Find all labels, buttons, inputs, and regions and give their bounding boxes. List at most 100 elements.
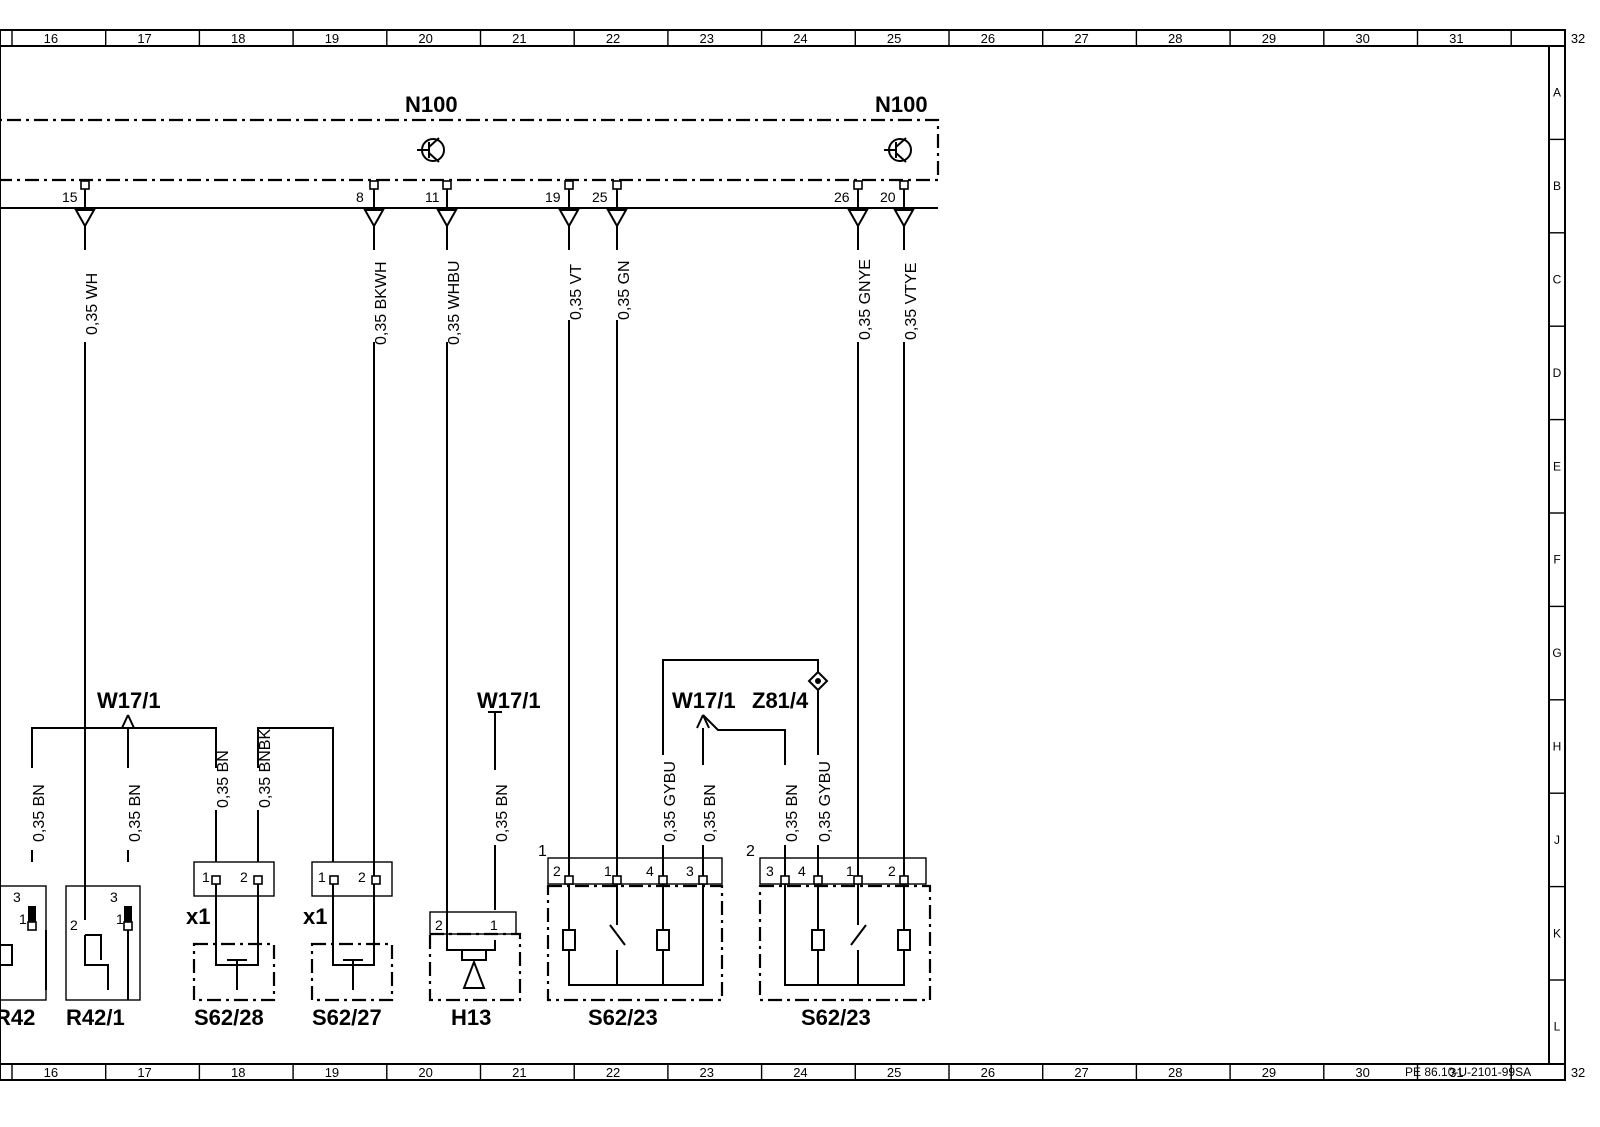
wires-from-module — [84, 226, 905, 940]
svg-text:1: 1 — [604, 863, 612, 879]
row-letter: E — [1553, 459, 1561, 473]
module-label-right: N100 — [875, 92, 928, 117]
module-pin-15: 15 — [62, 180, 96, 229]
wire-label: 0,35 BKWH — [373, 261, 390, 345]
wire-label: 0,35 BN — [784, 784, 801, 842]
module-n100-outline — [0, 118, 940, 182]
module-pin-19: 19 — [545, 180, 580, 229]
component-label: R42/1 — [66, 1005, 125, 1030]
pin-number: 19 — [545, 189, 561, 205]
column-number: 21 — [512, 31, 526, 46]
column-number: 16 — [44, 1065, 58, 1080]
buzzer-icon — [462, 959, 486, 989]
column-number: 18 — [231, 31, 245, 46]
module-pin-20: 20 — [880, 180, 915, 229]
column-number: 18 — [231, 1065, 245, 1080]
svg-text:1: 1 — [116, 911, 124, 927]
svg-text:4: 4 — [646, 863, 654, 879]
column-number: 20 — [418, 1065, 432, 1080]
component-s62-28: 1 2 x1 — [186, 861, 276, 1002]
wire-label: 0,35 GNYE — [857, 259, 874, 340]
column-number: 30 — [1355, 31, 1369, 46]
svg-text:1: 1 — [202, 869, 210, 885]
column-number: 23 — [700, 1065, 714, 1080]
svg-text:2: 2 — [435, 917, 443, 933]
plug-arrow-icon — [847, 209, 869, 229]
column-number: 19 — [325, 1065, 339, 1080]
pin-number: 25 — [592, 189, 608, 205]
column-number: 29 — [1262, 31, 1276, 46]
column-number: 30 — [1355, 1065, 1369, 1080]
sheet-frame — [0, 29, 1566, 1081]
column-number: 23 — [700, 31, 714, 46]
svg-text:4: 4 — [798, 863, 806, 879]
row-letter: J — [1554, 833, 1560, 847]
connector-label: W17/1 — [477, 688, 541, 713]
module-pin-11: 11 — [425, 180, 458, 229]
svg-text:2: 2 — [553, 863, 561, 879]
splice-icon — [121, 714, 135, 729]
svg-text:1: 1 — [318, 869, 326, 885]
svg-text:1: 1 — [19, 911, 27, 927]
column-number: 20 — [418, 31, 432, 46]
svg-text:3: 3 — [766, 863, 774, 879]
column-number: 27 — [1074, 31, 1088, 46]
plug-arrow-icon — [558, 209, 580, 229]
component-label: R42 — [0, 1005, 35, 1030]
row-letter: D — [1553, 366, 1562, 380]
wire-label: 0,35 GN — [616, 260, 633, 320]
column-number: 32 — [1571, 31, 1585, 46]
pin-number: 15 — [62, 189, 78, 205]
component-label: S62/23 — [801, 1005, 871, 1030]
row-letter: C — [1553, 273, 1562, 287]
column-number: 16 — [44, 31, 58, 46]
plug-arrow-icon — [893, 209, 915, 229]
column-number: 25 — [887, 31, 901, 46]
wire-label: 0,35 WHBU — [446, 261, 463, 345]
wire-label: 0,35 BNBK — [257, 729, 274, 808]
x1-label: x1 — [303, 904, 327, 929]
wire-label: 0,35 VT — [568, 264, 585, 320]
plug-arrow-icon — [436, 209, 458, 229]
wire-label: 0,35 BN — [494, 784, 511, 842]
component-r42-1: 2 3 1 — [65, 885, 141, 1001]
wire-label: 0,35 GYBU — [662, 761, 679, 842]
column-number: 24 — [793, 1065, 807, 1080]
row-letter: K — [1553, 926, 1561, 940]
pin-number: 8 — [356, 189, 364, 205]
svg-text:2: 2 — [240, 869, 248, 885]
column-number: 22 — [606, 31, 620, 46]
row-letter: L — [1554, 1020, 1561, 1034]
column-number: 27 — [1074, 1065, 1088, 1080]
svg-text:3: 3 — [110, 889, 118, 905]
column-number: 26 — [981, 31, 995, 46]
component-s62-23-b: 2 3 4 1 2 — [746, 843, 932, 1002]
column-number: 21 — [512, 1065, 526, 1080]
component-label: S62/27 — [312, 1005, 382, 1030]
module-pin-25: 25 — [592, 180, 628, 229]
module-pin-26: 26 — [834, 180, 869, 229]
component-label: S62/23 — [588, 1005, 658, 1030]
component-s62-23-a: 1 2 1 4 3 — [538, 843, 724, 1002]
row-letter: H — [1553, 740, 1562, 754]
component-label: S62/28 — [194, 1005, 264, 1030]
svg-text:3: 3 — [686, 863, 694, 879]
column-number: 28 — [1168, 31, 1182, 46]
wire-label: 0,35 BN — [702, 784, 719, 842]
connector-label: Z81/4 — [752, 688, 809, 713]
column-number: 24 — [793, 31, 807, 46]
plug-arrow-icon — [363, 209, 385, 229]
row-letter: B — [1553, 179, 1561, 193]
svg-text:2: 2 — [70, 917, 78, 933]
connector-label: W17/1 — [97, 688, 161, 713]
module-label-left: N100 — [405, 92, 458, 117]
plug-arrow-icon — [606, 209, 628, 229]
svg-text:3: 3 — [13, 889, 21, 905]
column-number: 19 — [325, 31, 339, 46]
svg-text:1: 1 — [490, 917, 498, 933]
svg-text:1: 1 — [538, 843, 547, 860]
x1-label: x1 — [186, 904, 210, 929]
row-letter: F — [1553, 553, 1560, 567]
